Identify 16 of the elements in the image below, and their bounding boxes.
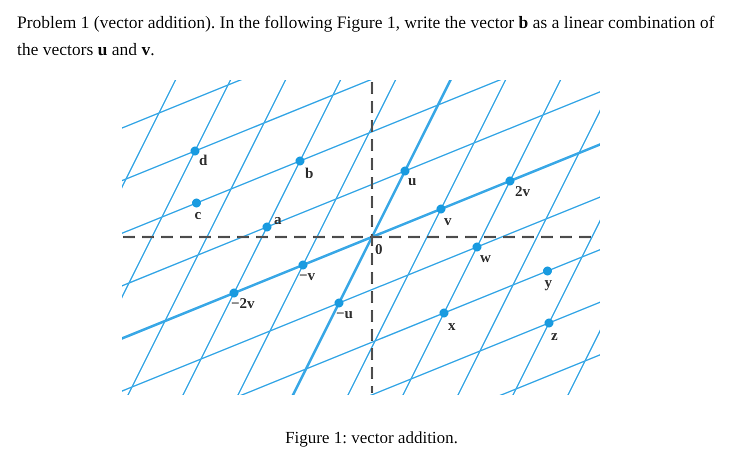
point-label: u xyxy=(408,174,416,189)
problem-statement: Problem 1 (vector addition). In the following Figure 1, write the vector b as a linear combination of the vectors u and v. xyxy=(17,11,716,61)
point-label: −u xyxy=(336,307,353,322)
point-label: x xyxy=(448,319,456,334)
point-label: c xyxy=(194,208,202,223)
point-label: 0 xyxy=(375,243,382,258)
point-label: −2v xyxy=(231,297,255,312)
point-label: 2v xyxy=(515,185,530,200)
point-label: w xyxy=(480,251,491,266)
point-label: v xyxy=(444,214,452,229)
point-label: d xyxy=(199,154,208,169)
point-label: b xyxy=(305,167,314,182)
point-label: z xyxy=(551,329,558,344)
point-label: y xyxy=(544,276,552,291)
figure-caption: Figure 1: vector addition. xyxy=(284,428,459,448)
point-label: −v xyxy=(299,269,316,284)
